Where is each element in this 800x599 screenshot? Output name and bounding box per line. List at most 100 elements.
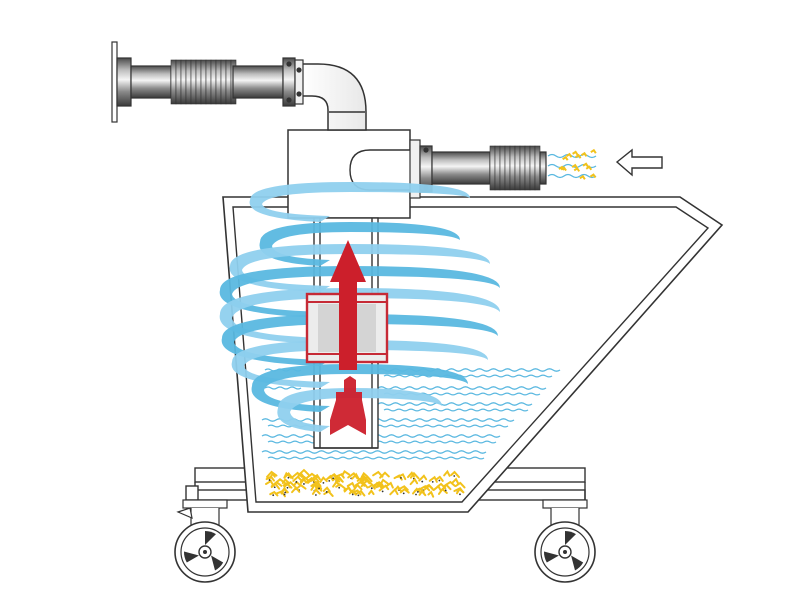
debris-fleck (265, 479, 274, 487)
inlet-debris-fleck (562, 155, 569, 161)
inlet-debris-fleck (582, 162, 589, 168)
bellows-rib (220, 59, 227, 105)
debris-dot (283, 493, 286, 496)
debris-fleck (397, 485, 409, 491)
debris-dot (416, 491, 419, 493)
debris-fleck (427, 490, 435, 498)
debris-fleck (455, 487, 465, 495)
outlet-flange-right (294, 59, 304, 105)
debris-fleck (265, 475, 275, 482)
debris-dot (295, 481, 298, 483)
debris-fleck (418, 484, 431, 492)
inlet-debris-fleck (572, 150, 579, 156)
debris-dot (402, 492, 405, 495)
debris-fleck (347, 472, 359, 480)
debris-dot (438, 479, 441, 482)
debris-fleck (332, 480, 342, 488)
debris-dot (381, 490, 384, 493)
inlet-debris-fleck (575, 153, 582, 159)
debris-dot (303, 483, 305, 485)
debris-fleck (351, 472, 360, 481)
debris-dot (338, 486, 341, 489)
debris-fleck (312, 473, 321, 481)
wheel-spoke (544, 551, 559, 563)
debris-dot (273, 486, 276, 489)
bellows-rib (200, 59, 207, 105)
wheel-spoke (565, 531, 576, 545)
debris-dot (357, 494, 360, 497)
debris-sediment (265, 468, 466, 498)
inlet-debris-fleck (585, 165, 593, 171)
debris-dot (287, 476, 290, 479)
bellows-rib (509, 145, 516, 191)
bellows-rib (170, 59, 177, 105)
debris-fleck (406, 471, 415, 479)
inlet-debris-fleck (579, 174, 586, 180)
bellows-rib (489, 145, 496, 191)
bellows-rib (519, 145, 526, 191)
caster-wheel-icon (174, 499, 236, 583)
bellows-rib (175, 59, 182, 105)
inlet-debris-fleck (589, 173, 597, 179)
vortex-band (249, 182, 470, 222)
inlet-debris-fleck (571, 163, 579, 169)
incoming-air-debris (547, 148, 597, 180)
debris-fleck (413, 487, 425, 494)
debris-fleck (373, 480, 383, 487)
vortex-band (229, 244, 490, 292)
wall-plate (111, 41, 118, 123)
bellows-rib (534, 145, 541, 191)
debris-fleck (418, 474, 428, 482)
brake-lever (176, 507, 193, 520)
vortex-band (251, 364, 468, 412)
debris-dot (322, 482, 325, 484)
debris-fleck (348, 489, 357, 496)
bellows-rib (494, 145, 501, 191)
bellows-rib (499, 145, 506, 191)
inlet-hose-assembly (409, 139, 547, 199)
debris-dot (332, 477, 335, 480)
debris-dot (431, 480, 434, 483)
debris-fleck (311, 480, 322, 487)
debris-fleck (270, 480, 283, 488)
debris-fleck (422, 484, 435, 492)
caster-wheels (174, 499, 596, 583)
arrow-left-icon (615, 148, 663, 177)
debris-fleck (292, 475, 304, 483)
debris-fleck (297, 468, 310, 477)
inlet-air-line (547, 173, 597, 179)
debris-fleck (396, 473, 407, 481)
debris-fleck (341, 470, 351, 477)
bellows-rib (225, 59, 232, 105)
water-ripple (261, 418, 515, 422)
water-ripple (264, 386, 302, 390)
debris-dot (415, 493, 417, 496)
debris-fleck (291, 486, 301, 494)
debris-fleck (450, 470, 460, 479)
inlet-flex-bellows (489, 145, 541, 191)
outlet-flex-bellows (170, 59, 237, 105)
wheel-spoke (571, 555, 584, 571)
inlet-debris-fleck (558, 165, 565, 171)
water-ripple (383, 374, 553, 378)
debris-fleck (266, 470, 278, 478)
bellows-rib (210, 59, 217, 105)
debris-dot (268, 479, 271, 481)
debris-fleck (281, 478, 290, 485)
debris-dot (314, 494, 317, 496)
debris-dot (328, 479, 331, 482)
debris-fleck (283, 481, 292, 489)
debris-fleck (367, 489, 375, 496)
debris-fleck (375, 483, 384, 489)
debris-fleck (315, 483, 323, 490)
debris-fleck (443, 469, 451, 477)
debris-fleck (367, 483, 376, 490)
outlet-elbow-pipe (301, 63, 367, 131)
debris-fleck (291, 471, 303, 479)
debris-dot (400, 477, 402, 479)
wheel-spoke (205, 531, 216, 545)
debris-dot (444, 489, 447, 492)
debris-fleck (311, 488, 321, 495)
